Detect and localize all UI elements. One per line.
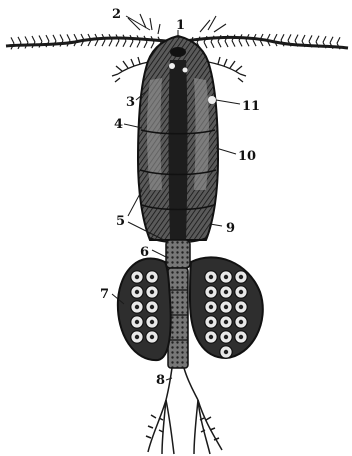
egg-nucleus [224,305,228,309]
label-9: 9 [226,221,235,236]
egg-nucleus [135,305,139,309]
egg-nucleus [135,290,139,294]
egg-nucleus [239,335,243,339]
label-2: 2 [112,7,121,22]
label-1: 1 [176,18,185,33]
label-11: 11 [242,99,260,114]
egg-nucleus [239,290,243,294]
egg-nucleus [150,320,154,324]
egg-nucleus [224,335,228,339]
egg-nucleus [239,320,243,324]
egg-nucleus [150,275,154,279]
egg-nucleus [239,275,243,279]
egg-nucleus [224,350,228,354]
label-10: 10 [238,149,256,164]
left-antenna [6,34,178,49]
label-3: 3 [126,95,135,110]
label-7: 7 [100,287,109,302]
egg-nucleus [135,320,139,324]
egg-nucleus [150,335,154,339]
egg-nucleus [150,305,154,309]
right-antenna [178,34,348,49]
label-5: 5 [116,214,125,229]
egg-nucleus [209,305,213,309]
egg-sac-right [190,257,263,358]
label-6: 6 [140,245,149,260]
egg-nucleus [224,290,228,294]
egg-nucleus [224,320,228,324]
egg-nucleus [150,290,154,294]
egg-nucleus [135,335,139,339]
egg-nucleus [209,275,213,279]
egg-nucleus [239,305,243,309]
egg-nucleus [135,275,139,279]
egg-nucleus [224,275,228,279]
egg-nucleus [209,335,213,339]
egg-sac-left [118,258,171,360]
egg-nucleus [209,290,213,294]
label-8: 8 [156,373,165,388]
egg-nucleus [209,320,213,324]
label-4: 4 [114,117,123,132]
